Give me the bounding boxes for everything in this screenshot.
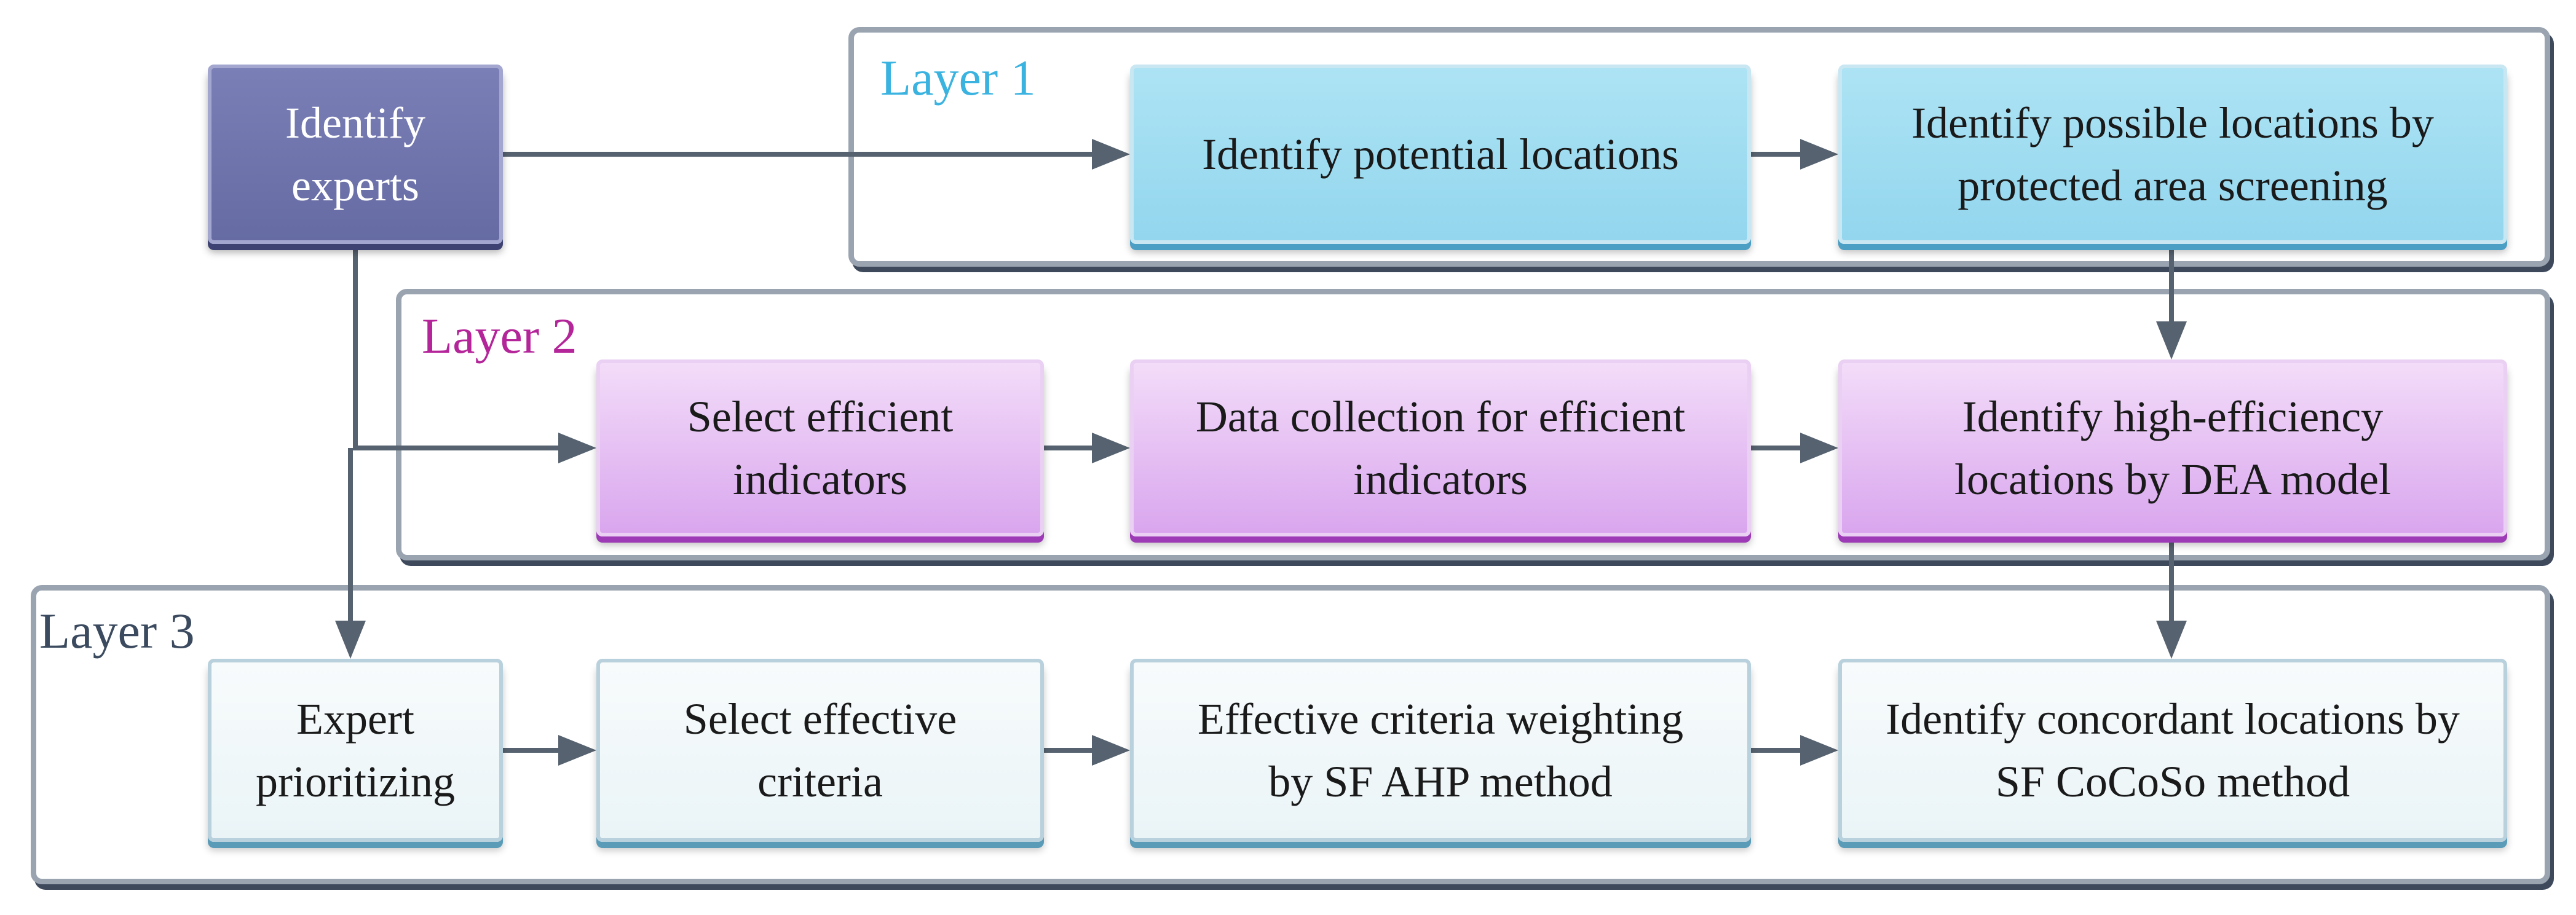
identify-experts-box: Identify experts: [208, 65, 503, 244]
effective-criteria-weighting-box: Effective criteria weighting by SF AHP m…: [1130, 659, 1751, 842]
identify-concordant-locations-label: Identify concordant locations by SF CoCo…: [1886, 694, 2460, 806]
expert-prioritizing-box: Expert prioritizing: [208, 659, 503, 842]
arrowhead-possible: [1800, 139, 1838, 170]
identify-high-efficiency-box: Identify high-efficiency locations by DE…: [1838, 359, 2507, 536]
arrowhead-weighting: [1092, 735, 1130, 766]
layer-3-title: Layer 3: [39, 603, 195, 659]
arrowhead-high-efficiency-left: [1800, 433, 1838, 463]
select-efficient-indicators-label: Select efficient indicators: [687, 391, 954, 504]
arrowhead-potential: [1092, 139, 1130, 170]
arrow-experts-to-select-efficient: [353, 244, 561, 450]
arrowhead-concordant-top: [2156, 621, 2187, 659]
select-effective-criteria-box: Select effective criteria: [596, 659, 1044, 842]
arrowhead-select-effective: [558, 735, 596, 766]
identify-potential-locations-box: Identify potential locations: [1130, 65, 1751, 244]
select-efficient-indicators-box: Select efficient indicators: [596, 359, 1044, 536]
arrowhead-data-collection: [1092, 433, 1130, 463]
select-effective-criteria-label: Select effective criteria: [683, 694, 957, 806]
identify-experts-label: Identify experts: [285, 98, 425, 210]
expert-prioritizing-label: Expert prioritizing: [256, 694, 455, 806]
identify-concordant-locations-box: Identify concordant locations by SF CoCo…: [1838, 659, 2507, 842]
data-collection-box: Data collection for efficient indicators: [1130, 359, 1751, 536]
effective-criteria-weighting-label: Effective criteria weighting by SF AHP m…: [1197, 694, 1684, 806]
layer-2-title: Layer 2: [422, 308, 577, 364]
identify-possible-locations-box: Identify possible locations by protected…: [1838, 65, 2507, 244]
arrowhead-concordant-left: [1800, 735, 1838, 766]
arrowhead-expert-prioritizing: [335, 621, 366, 659]
layer-1-title: Layer 1: [880, 50, 1036, 106]
identify-high-efficiency-label: Identify high-efficiency locations by DE…: [1954, 391, 2391, 504]
arrowhead-high-efficiency-top: [2156, 321, 2187, 359]
identify-potential-locations-label: Identify potential locations: [1202, 129, 1679, 179]
identify-possible-locations-label: Identify possible locations by protected…: [1911, 98, 2434, 210]
data-collection-label: Data collection for efficient indicators: [1195, 391, 1686, 504]
arrowhead-select-efficient: [558, 433, 596, 463]
